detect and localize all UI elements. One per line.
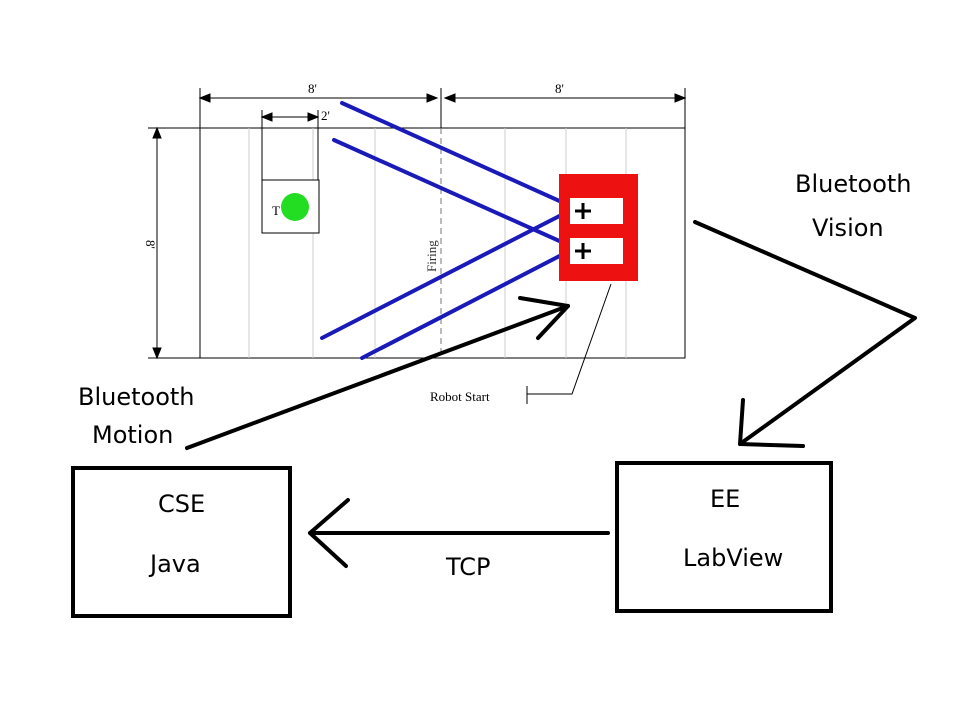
bluetooth-motion-arrow: [185, 296, 570, 450]
cse-box-subtitle: Java: [148, 550, 201, 578]
tcp-arrow: [308, 498, 610, 568]
plus-icon: [575, 203, 591, 219]
robot: [559, 174, 638, 281]
bluetooth-vision-arrow: [693, 220, 917, 448]
dimension-left-label: 8': [143, 240, 158, 249]
dimension-top-left-label: 8': [308, 81, 317, 96]
firing-beams: [320, 101, 577, 360]
dimension-inner: [260, 110, 320, 180]
dimension-inner-label: 2': [321, 108, 330, 123]
dimension-top-left: [198, 88, 442, 128]
dimension-top-right-label: 8': [555, 81, 564, 96]
beam-3: [320, 206, 577, 340]
beam-4: [360, 246, 577, 360]
robot-body: [559, 174, 638, 281]
ee-box-subtitle: LabView: [683, 544, 783, 572]
beam-1: [340, 101, 577, 210]
target-marker: [281, 193, 309, 221]
cse-box-outline: [71, 466, 292, 618]
ee-box-title: EE: [710, 485, 740, 513]
robot-start-leader: [526, 283, 612, 404]
firing-label: Firing: [424, 240, 439, 272]
tcp-label: TCP: [445, 553, 490, 581]
cse-box: CSE Java: [71, 466, 292, 618]
ee-box: EE LabView: [615, 461, 833, 613]
dimension-top-right: [443, 88, 687, 128]
bluetooth-vision-label-line2: Vision: [812, 214, 884, 242]
bluetooth-motion-label-line1: Bluetooth: [78, 383, 195, 411]
ee-box-outline: [615, 461, 833, 613]
target: T: [261, 179, 320, 234]
robot-start-label: Robot Start: [430, 389, 490, 404]
cse-box-title: CSE: [158, 490, 205, 518]
plus-icon: [575, 243, 591, 259]
target-label: T: [272, 203, 280, 218]
dimension-left: [148, 126, 200, 360]
bluetooth-vision-label-line1: Bluetooth: [795, 170, 912, 198]
bluetooth-motion-label-line2: Motion: [92, 421, 173, 449]
